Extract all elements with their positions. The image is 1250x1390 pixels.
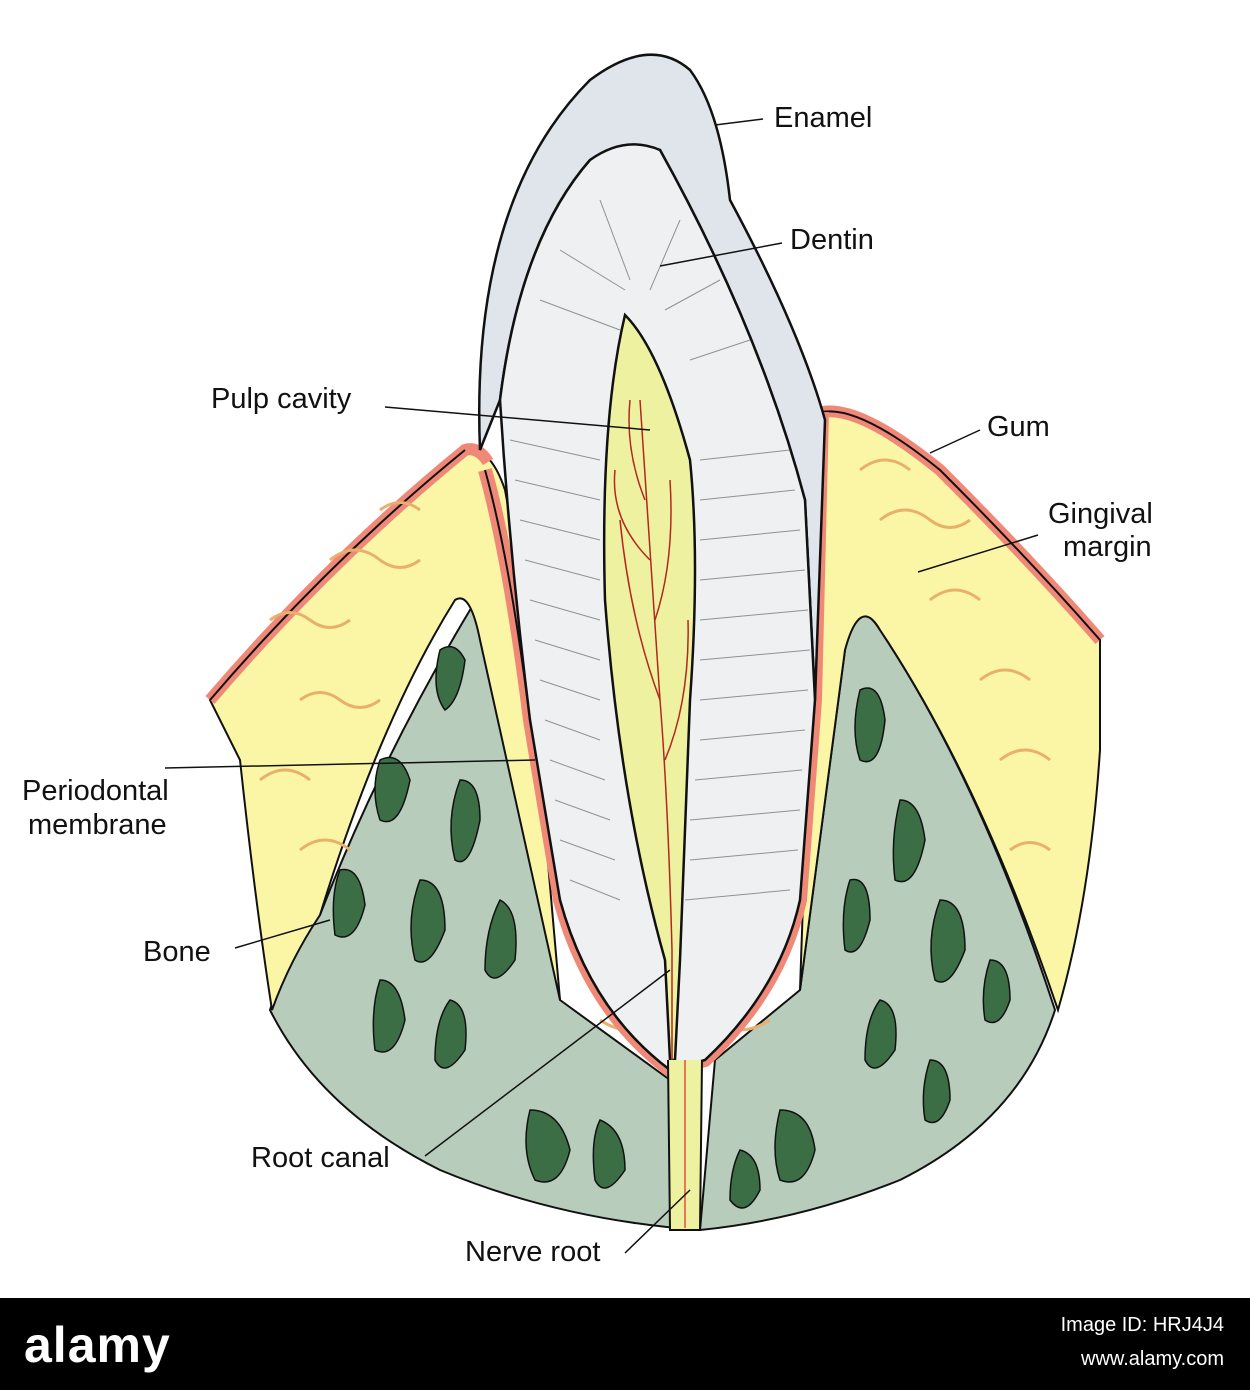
label-bone: Bone — [143, 936, 211, 968]
dentin-tubules — [509, 199, 811, 901]
label-gingival-margin-line2: margin — [1063, 531, 1152, 563]
label-gingival-margin-line1: Gingival — [1048, 498, 1153, 530]
site-url: www.alamy.com — [1081, 1348, 1224, 1370]
tooth-cross-section-illustration — [164, 53, 1105, 1254]
leader-lines — [164, 118, 1039, 1254]
label-periodontal-line2: membrane — [28, 809, 167, 841]
label-root-canal: Root canal — [251, 1142, 390, 1174]
bone-trabeculae — [332, 645, 1011, 1209]
watermark-footer: alamy Image ID: HRJ4J4 www.alamy.com — [0, 1298, 1250, 1390]
brand-logo: alamy — [24, 1317, 171, 1373]
label-pulp-cavity: Pulp cavity — [211, 383, 352, 415]
image-id: Image ID: HRJ4J4 — [1060, 1314, 1224, 1336]
pulp-vessels — [613, 399, 689, 1200]
label-dentin: Dentin — [790, 224, 874, 256]
label-nerve-root: Nerve root — [465, 1236, 601, 1268]
pulp-cavity — [602, 312, 697, 1062]
label-periodontal-line1: Periodontal — [22, 775, 169, 807]
label-enamel: Enamel — [774, 102, 873, 134]
label-gum: Gum — [987, 411, 1050, 443]
